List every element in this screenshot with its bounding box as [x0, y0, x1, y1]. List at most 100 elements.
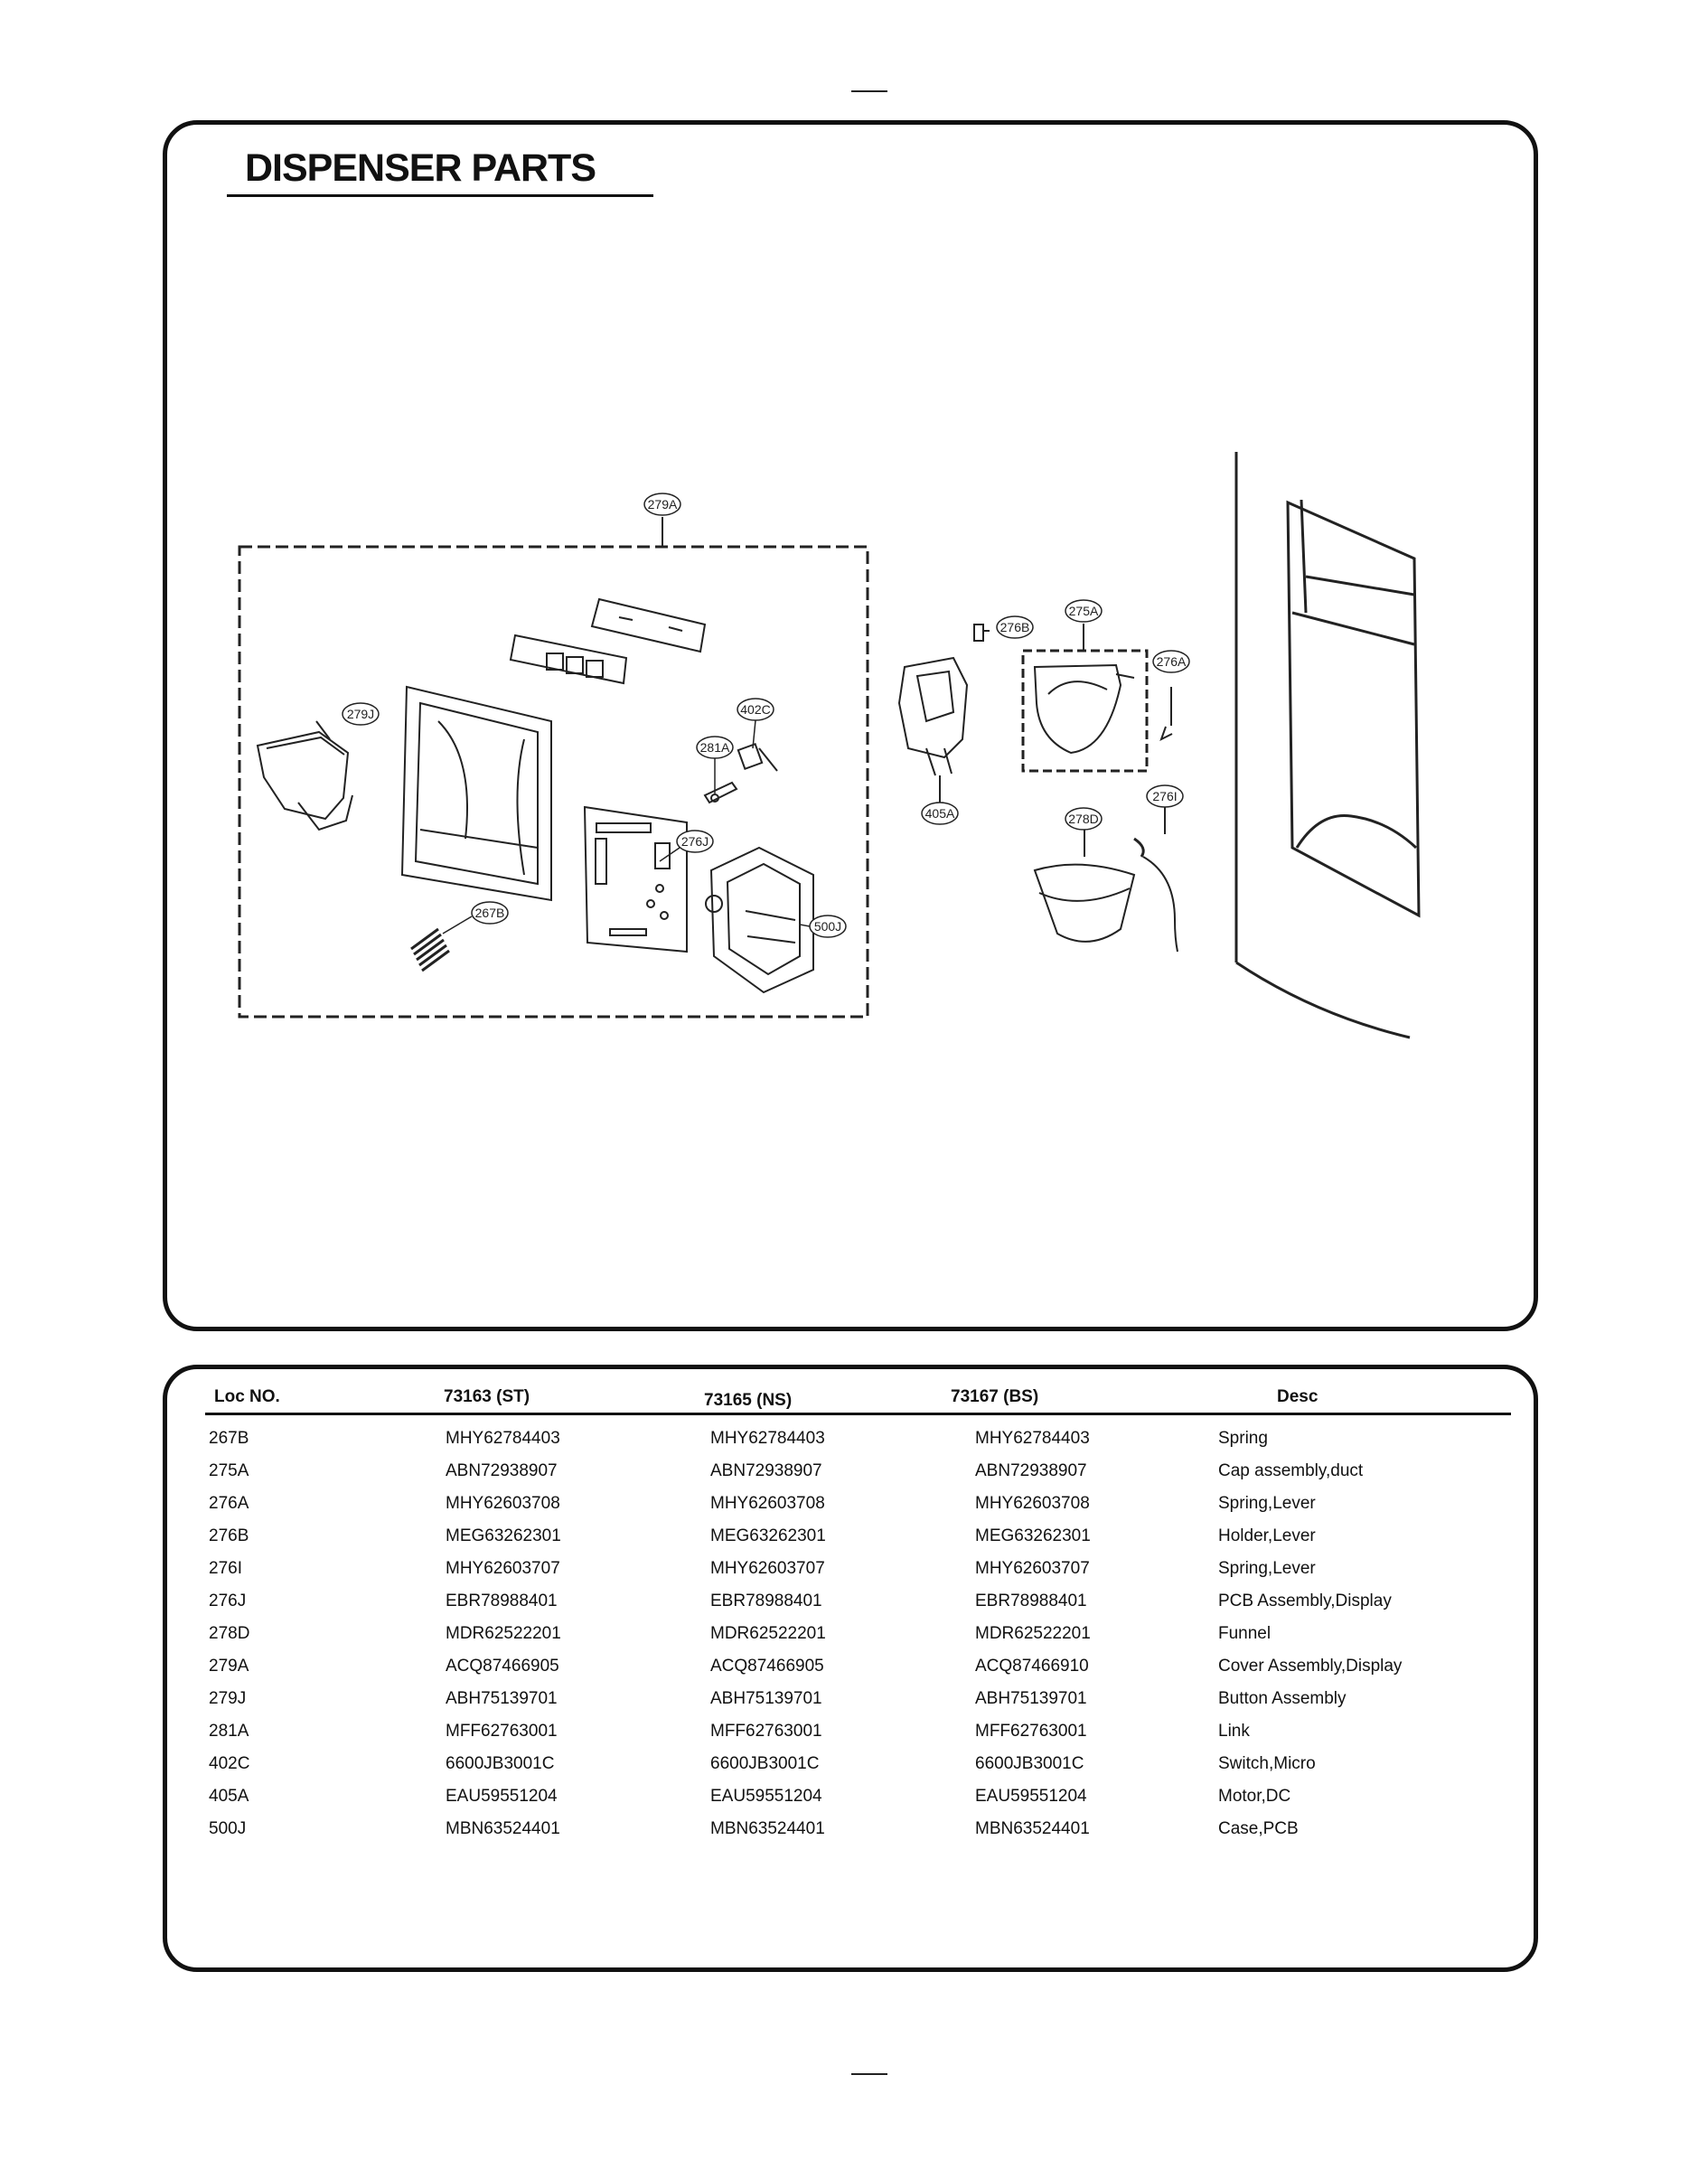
cell-desc: Case,PCB	[1218, 1819, 1299, 1838]
cell-st: MDR62522201	[446, 1624, 561, 1643]
parts-table-panel: Loc NO. 73163 (ST) 73165 (NS) 73167 (BS)…	[163, 1365, 1538, 1972]
callout-label: 276I	[1152, 789, 1177, 803]
callout-279J: 279J	[342, 702, 380, 726]
cell-ns: MEG63262301	[710, 1526, 826, 1545]
pcb-display-part	[583, 805, 688, 953]
callout-label: 500J	[814, 919, 841, 934]
cell-desc: Link	[1218, 1722, 1250, 1741]
lever-spring-2-part	[1133, 807, 1178, 953]
cell-bs: MEG63262301	[975, 1526, 1091, 1545]
lever-holder-part	[973, 624, 990, 642]
cell-st: MHY62784403	[446, 1429, 560, 1448]
callout-label: 276B	[1000, 620, 1030, 634]
cell-desc: Motor,DC	[1218, 1787, 1291, 1806]
cell-st: EBR78988401	[446, 1592, 558, 1610]
cell-loc: 405A	[209, 1787, 249, 1806]
cell-st: ABN72938907	[446, 1461, 558, 1480]
header-bs: 73167 (BS)	[951, 1387, 1039, 1406]
spring-part	[410, 927, 450, 972]
page-title: DISPENSER PARTS	[245, 146, 596, 190]
cell-loc: 267B	[209, 1429, 249, 1448]
pcb-case-part	[705, 846, 814, 994]
cell-loc: 279J	[209, 1689, 247, 1708]
callout-276B: 276B	[996, 615, 1034, 639]
header-rule	[205, 1413, 1511, 1415]
cell-st: 6600JB3001C	[446, 1754, 555, 1773]
cell-ns: MBN63524401	[710, 1819, 825, 1838]
cell-bs: EAU59551204	[975, 1787, 1087, 1806]
cell-bs: ACQ87466910	[975, 1657, 1089, 1676]
cell-ns: EAU59551204	[710, 1787, 822, 1806]
header-desc: Desc	[1277, 1387, 1319, 1406]
callout-276I: 276I	[1146, 784, 1184, 808]
assembly-279A-boundary	[238, 545, 869, 1019]
header-ns: 73165 (NS)	[704, 1391, 793, 1410]
cell-ns: ABH75139701	[710, 1689, 822, 1708]
callout-500J: 500J	[799, 915, 847, 938]
cell-bs: 6600JB3001C	[975, 1754, 1084, 1773]
lever-spring-part	[1159, 687, 1173, 742]
cell-bs: MHY62784403	[975, 1429, 1090, 1448]
callout-402C: 402C	[737, 698, 774, 749]
cell-st: MBN63524401	[446, 1819, 560, 1838]
cell-ns: EBR78988401	[710, 1592, 822, 1610]
page-number-mark-bottom	[851, 2073, 887, 2075]
button-assembly-part	[256, 720, 353, 831]
callout-label: 281A	[700, 740, 730, 755]
cell-desc: Holder,Lever	[1218, 1526, 1316, 1545]
callout-279A: 279A	[643, 493, 681, 516]
cell-desc: Funnel	[1218, 1624, 1272, 1643]
dc-motor-part	[897, 656, 969, 803]
cell-ns: MHY62603708	[710, 1494, 825, 1513]
cell-bs: ABH75139701	[975, 1689, 1087, 1708]
cell-bs: EBR78988401	[975, 1592, 1087, 1610]
callout-275A: 275A	[1065, 599, 1103, 623]
table-row: 276I MHY62603707 MHY62603707 MHY62603707 Spr…	[167, 1559, 1534, 1592]
cell-desc: Switch,Micro	[1218, 1754, 1316, 1773]
callout-278D: 278D	[1065, 807, 1103, 831]
callout-label: 402C	[740, 702, 770, 717]
cell-bs: MHY62603708	[975, 1494, 1090, 1513]
title-underline	[227, 194, 653, 197]
callout-label: 267B	[475, 906, 505, 920]
funnel-part	[1033, 830, 1136, 943]
cell-desc: Button Assembly	[1218, 1689, 1347, 1708]
assembly-275A-boundary	[1021, 649, 1149, 773]
diagram-panel: DISPENSER PARTS	[163, 120, 1538, 1331]
cell-loc: 281A	[209, 1722, 249, 1741]
cell-loc: 276I	[209, 1559, 242, 1578]
cell-desc: Spring,Lever	[1218, 1494, 1316, 1513]
cell-ns: ACQ87466905	[710, 1657, 824, 1676]
cell-loc: 278D	[209, 1624, 250, 1643]
cell-bs: MBN63524401	[975, 1819, 1090, 1838]
cell-st: MFF62763001	[446, 1722, 558, 1741]
callout-label: 276J	[681, 834, 709, 849]
duct-cap-part	[1033, 663, 1135, 755]
cell-st: MEG63262301	[446, 1526, 561, 1545]
cell-st: EAU59551204	[446, 1787, 558, 1806]
cell-st: MHY62603707	[446, 1559, 560, 1578]
callout-label: 279A	[648, 497, 678, 512]
callout-281A: 281A	[696, 736, 734, 793]
callout-405A: 405A	[921, 802, 959, 825]
cell-desc: Spring	[1218, 1429, 1268, 1448]
cell-desc: Cover Assembly,Display	[1218, 1657, 1403, 1676]
cell-desc: Spring,Lever	[1218, 1559, 1316, 1578]
callout-label: 275A	[1069, 604, 1099, 618]
cell-desc: Cap assembly,duct	[1218, 1461, 1364, 1480]
cell-bs: MHY62603707	[975, 1559, 1090, 1578]
header-loc: Loc NO.	[214, 1387, 280, 1406]
display-panel-part	[509, 597, 707, 685]
cell-loc: 276J	[209, 1592, 247, 1610]
header-st: 73163 (ST)	[444, 1387, 530, 1406]
cell-ns: MHY62603707	[710, 1559, 825, 1578]
display-frame-part	[400, 685, 552, 902]
